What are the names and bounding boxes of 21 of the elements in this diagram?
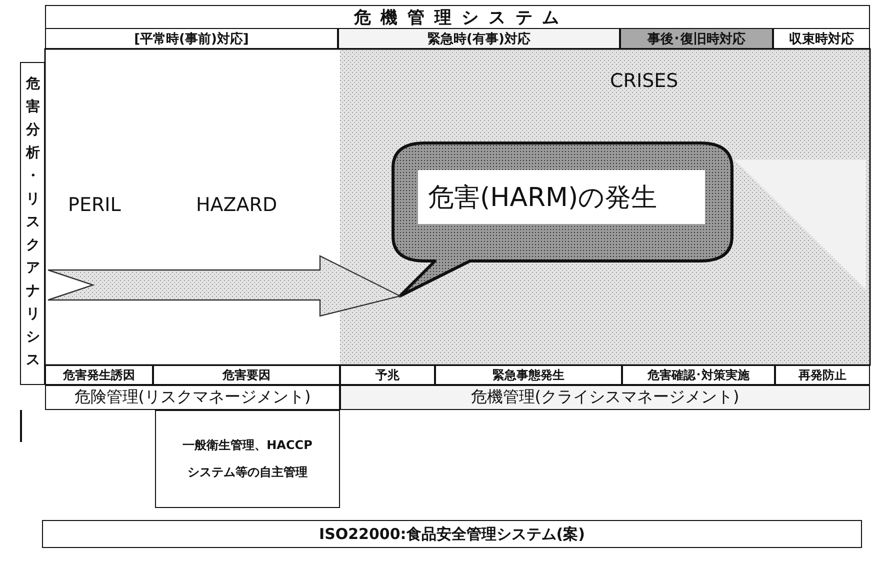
stage-cell: 危害要因 <box>153 365 340 385</box>
note-box: 一般衛生管理、HACCPシステム等の自主管理 <box>155 410 340 508</box>
block-arrow <box>47 255 402 317</box>
zone-label: HAZARD <box>196 194 278 216</box>
stage-cell: 危害発生誘因 <box>45 365 153 385</box>
stage-cell: 予兆 <box>340 365 435 385</box>
header-cell: [平常時(事前)対応] <box>45 28 338 49</box>
caption-box: ISO22000:食品安全管理システム(案) <box>42 520 862 548</box>
stage-cell: 緊急事態発生 <box>435 365 622 385</box>
phase-cell: 危険管理(リスクマネージメント) <box>45 385 340 410</box>
header-cell: 事後･復旧時対応 <box>620 28 773 49</box>
zone-label: CRISES <box>610 70 678 92</box>
header-cell: 収束時対応 <box>773 28 870 49</box>
title-banner: 危 機 管 理 シ ス テ ム <box>45 5 870 29</box>
phase-cell: 危機管理(クライシスマネージメント) <box>340 385 870 410</box>
zone-label: PERIL <box>68 194 121 216</box>
stage-cell: 危害確認･対策実施 <box>622 365 775 385</box>
header-cell: 緊急時(有事)対応 <box>338 28 620 49</box>
side-header-cell: 危害分析・リスクアナリシス <box>20 62 45 385</box>
stage-cell: 再発防止 <box>775 365 870 385</box>
bubble-text: 危害(HARM)の発生 <box>418 170 705 224</box>
